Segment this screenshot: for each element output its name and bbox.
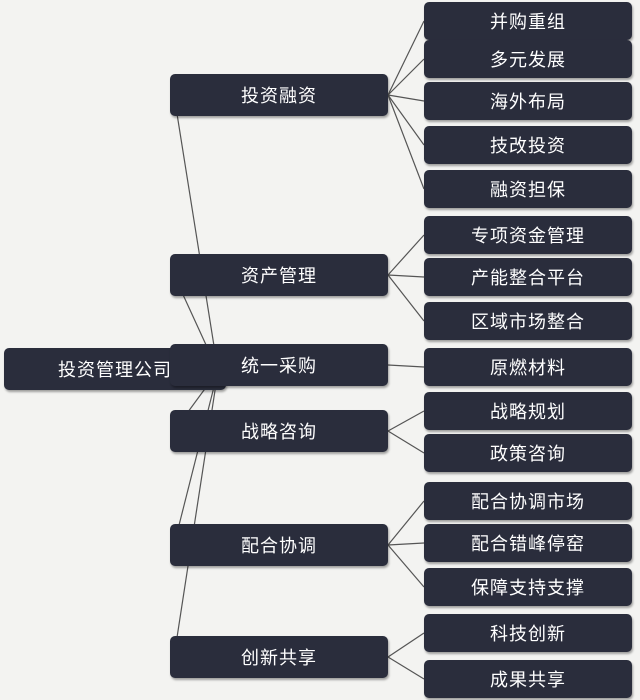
leaf-label: 政策咨询 [490,444,566,465]
branch-label: 资产管理 [241,266,317,287]
leaf-node: 配合错峰停窑 [424,524,632,562]
leaf-label: 海外布局 [490,92,566,113]
leaf-node: 保障支持支撑 [424,568,632,606]
leaf-node: 科技创新 [424,614,632,652]
leaf-node: 专项资金管理 [424,216,632,254]
root-branch-connector [173,94,219,372]
root-branch-connector [173,370,219,546]
leaf-node: 技改投资 [424,126,632,164]
branch-label: 创新共享 [241,648,317,669]
branch-leaf-connector [387,500,425,546]
leaf-label: 配合错峰停窑 [471,534,585,555]
branch-leaf-connector [387,94,425,190]
leaf-label: 多元发展 [490,50,566,71]
leaf-node: 多元发展 [424,40,632,78]
branch-leaf-connector [387,430,425,454]
branch-leaf-connector [387,20,425,96]
leaf-node: 原燃材料 [424,348,632,386]
branch-node-2: 统一采购 [170,344,388,386]
branch-leaf-connector [387,410,425,432]
branch-node-4: 配合协调 [170,524,388,566]
branch-node-3: 战略咨询 [170,410,388,452]
branch-leaf-connector [387,632,425,658]
leaf-node: 融资担保 [424,170,632,208]
branch-leaf-connector [387,656,425,680]
leaf-node: 产能整合平台 [424,258,632,296]
leaf-label: 技改投资 [490,136,566,157]
leaf-label: 成果共享 [490,670,566,691]
leaf-node: 配合协调市场 [424,482,632,520]
branch-leaf-connector [387,544,425,588]
branch-label: 配合协调 [241,536,317,557]
branch-label: 统一采购 [241,356,317,377]
leaf-label: 融资担保 [490,180,566,201]
branch-leaf-connector [387,274,425,322]
leaf-label: 原燃材料 [490,358,566,379]
branch-leaf-connector [387,58,425,96]
leaf-node: 海外布局 [424,82,632,120]
root-label: 投资管理公司 [58,360,172,381]
leaf-label: 保障支持支撑 [471,578,585,599]
leaf-label: 区域市场整合 [471,312,585,333]
branch-leaf-connector [387,274,425,278]
leaf-node: 并购重组 [424,2,632,40]
leaf-node: 区域市场整合 [424,302,632,340]
branch-leaf-connector [387,94,425,102]
branch-node-0: 投资融资 [170,74,388,116]
branch-leaf-connector [387,542,425,546]
leaf-label: 产能整合平台 [471,268,585,289]
leaf-node: 成果共享 [424,660,632,698]
branch-label: 战略咨询 [241,422,317,443]
leaf-label: 并购重组 [490,12,566,33]
branch-leaf-connector [387,364,425,368]
leaf-node: 政策咨询 [424,434,632,472]
branch-node-1: 资产管理 [170,254,388,296]
branch-label: 投资融资 [241,86,317,107]
leaf-label: 科技创新 [490,624,566,645]
leaf-label: 配合协调市场 [471,492,585,513]
leaf-node: 战略规划 [424,392,632,430]
branch-leaf-connector [387,94,425,146]
leaf-label: 战略规划 [490,402,566,423]
branch-node-5: 创新共享 [170,636,388,678]
branch-leaf-connector [387,234,425,276]
leaf-label: 专项资金管理 [471,226,585,247]
